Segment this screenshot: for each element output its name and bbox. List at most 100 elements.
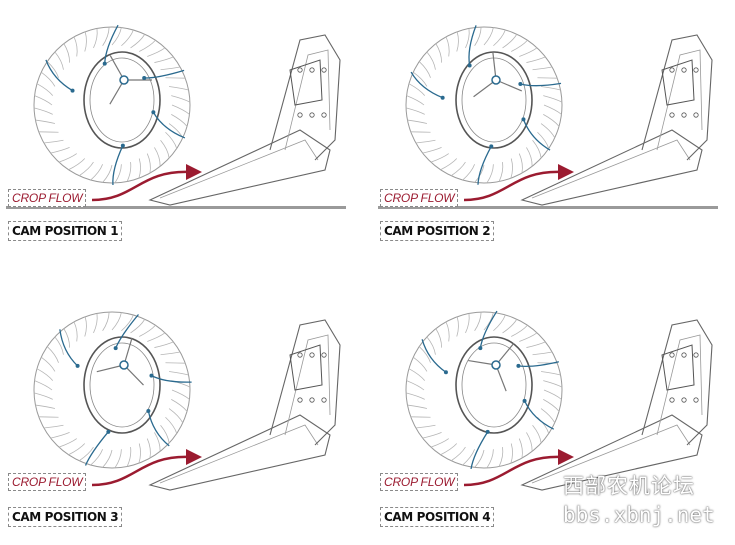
reel-finger	[37, 369, 53, 381]
tine-pivot	[516, 364, 520, 368]
reel-finger	[85, 317, 87, 337]
reel-finger	[131, 34, 145, 48]
cam-track	[90, 343, 154, 427]
cam-housing	[456, 337, 532, 433]
reel-finger	[431, 154, 449, 163]
reel-finger	[493, 30, 505, 46]
reel-finger	[64, 44, 70, 63]
pickup-reel-drawing	[0, 285, 360, 545]
reel-finger	[85, 32, 87, 52]
tine-pivot	[76, 364, 80, 368]
reel-finger	[441, 158, 457, 169]
reel-hub	[120, 361, 128, 369]
reel-finger	[484, 313, 493, 330]
crop-flow-label: CROP FLOW	[8, 473, 86, 491]
reel-finger	[526, 57, 545, 63]
reel-finger	[487, 449, 493, 468]
tine-bar	[144, 70, 184, 78]
reel-finger	[423, 147, 442, 153]
reel-finger	[74, 322, 77, 342]
reel-finger	[499, 447, 503, 466]
reel-finger	[147, 439, 150, 459]
tine-bar	[60, 329, 78, 366]
tine-pivot	[523, 399, 527, 403]
reel-finger	[511, 40, 527, 51]
reel-finger	[436, 329, 442, 348]
cam-track	[90, 58, 154, 142]
tine-pivot	[478, 346, 482, 350]
tine-pivot	[142, 76, 146, 80]
tine-bar	[86, 432, 109, 466]
reel-finger	[493, 315, 505, 331]
reel-finger	[409, 369, 425, 381]
crop-flow-label: CROP FLOW	[380, 473, 458, 491]
reel-finger	[79, 162, 93, 176]
reel-finger	[416, 140, 436, 143]
tine-bar	[411, 72, 443, 98]
reel-finger	[91, 164, 103, 180]
arrow-head	[558, 164, 574, 180]
tine-pivot	[151, 110, 155, 114]
reel-finger	[154, 57, 173, 63]
reel-finger	[451, 447, 465, 461]
reel-finger	[519, 333, 537, 342]
reel-finger	[51, 147, 70, 153]
reel-finger	[169, 409, 183, 423]
reel-drum	[34, 27, 190, 183]
reel-hub	[492, 76, 500, 84]
diagram-panel-cam-1: CROP FLOW CAM POSITION 1	[0, 0, 360, 260]
frame-arm	[150, 320, 340, 490]
tine-bar	[471, 432, 488, 469]
reel-finger	[139, 443, 141, 463]
reel-finger	[91, 449, 103, 465]
reel-finger	[427, 52, 436, 70]
reel-finger	[161, 425, 170, 443]
reel-finger	[74, 37, 77, 57]
cam-track	[462, 343, 526, 427]
tine-pivot	[146, 409, 150, 413]
crop-flow-arrow	[92, 172, 190, 200]
reel-finger	[44, 140, 64, 143]
reel-finger	[526, 432, 532, 451]
reel-finger	[407, 381, 424, 390]
tine-pivot	[489, 144, 493, 148]
reel-finger	[407, 96, 424, 105]
reel-finger	[37, 84, 53, 96]
reel-finger	[59, 154, 77, 163]
reel-finger	[139, 40, 155, 51]
reel-finger	[139, 325, 155, 336]
reel-hub	[120, 76, 128, 84]
reel-finger	[103, 450, 112, 467]
reel-finger	[47, 347, 58, 363]
reel-finger	[171, 399, 187, 411]
reel-finger	[503, 319, 517, 333]
reel-finger	[103, 165, 112, 182]
tine-pivot	[106, 430, 110, 434]
tine-pivot	[114, 346, 118, 350]
reel-finger	[541, 371, 560, 374]
reel-finger	[457, 317, 459, 337]
tine-pivot	[521, 117, 525, 121]
cam-position-label: CAM POSITION 3	[8, 507, 122, 527]
reel-finger	[35, 120, 54, 123]
reel-outline	[34, 312, 190, 468]
reel-finger	[511, 325, 527, 336]
tine-bar	[422, 339, 446, 372]
reel-finger	[93, 313, 97, 332]
reel-finger	[51, 432, 70, 438]
reel-finger	[93, 28, 97, 47]
reel-finger	[541, 409, 555, 423]
reel-finger	[519, 48, 537, 57]
tine-pivot	[103, 62, 107, 66]
reel-finger	[127, 162, 131, 181]
reel-finger	[519, 154, 522, 174]
reel-finger	[165, 417, 176, 433]
reel-finger	[161, 67, 181, 70]
crop-flow-label: CROP FLOW	[380, 189, 458, 207]
tine-pivot	[468, 64, 472, 68]
reel-finger	[115, 449, 121, 468]
reel-finger	[44, 425, 64, 428]
reel-finger	[475, 312, 481, 331]
tine-pivot	[441, 96, 445, 100]
reel-finger	[543, 96, 562, 102]
